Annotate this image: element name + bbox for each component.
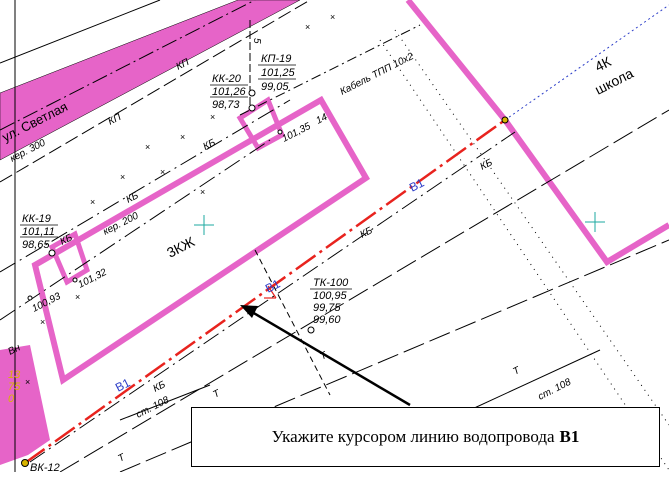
kb-label-1: КБ [201, 137, 217, 153]
svg-text:×: × [40, 317, 45, 327]
kb-label-5: КБ [151, 379, 167, 395]
building-3kzh-label: 3КЖ [164, 233, 197, 260]
num-0-label: 0 [8, 393, 15, 405]
elev-101-35-label: 101,35 [280, 121, 313, 145]
dotted-line-3 [254, 249, 331, 396]
well-node-kp19[interactable] [248, 89, 256, 97]
well-kp19-v2: 99,05 [261, 81, 289, 93]
svg-text:×: × [90, 197, 95, 207]
street-zone-top [0, 0, 301, 161]
well-kp19-id: КП-19 [261, 53, 291, 65]
sewer-line-kp [0, 0, 256, 131]
kb-label-2: КБ [124, 190, 140, 206]
t-label-4: Т [511, 365, 522, 378]
svg-text:×: × [200, 187, 205, 197]
svg-text:×: × [180, 132, 185, 142]
well-kk19-id: КК-19 [22, 213, 51, 225]
kb-line-1 [0, 99, 291, 273]
well-node-kk19[interactable] [48, 249, 56, 257]
well-kk19-v2: 98,65 [22, 239, 50, 251]
crosshair-marker-2 [585, 212, 605, 232]
svg-text:×: × [25, 377, 30, 387]
dotted-line-2 [394, 29, 669, 426]
kb-line-3 [29, 131, 516, 463]
road-line-2 [0, 0, 311, 183]
cable-line [239, 24, 421, 116]
scatter-marks: × × × × × × × × × × × × [25, 12, 335, 387]
svg-text:×: × [145, 142, 150, 152]
road-line-1 [0, 0, 161, 64]
well-node-vk12[interactable] [21, 459, 29, 467]
num-13-label: 13 [8, 369, 21, 381]
well-kk20-v1: 101,26 [212, 86, 247, 98]
building-school[interactable] [405, 0, 669, 266]
well-tk100-v2: 99,75 [313, 302, 341, 314]
water-label-b1-c: В1 [113, 375, 133, 394]
svg-text:×: × [75, 292, 80, 302]
elev-101-32-label: 101,32 [76, 267, 109, 291]
heat-line-1 [59, 109, 669, 473]
school-num-label: 4К [592, 53, 614, 75]
building-3kzh-notch-2 [48, 230, 91, 286]
building-3kzh[interactable] [31, 95, 371, 385]
well-tk100-v3: 99,60 [313, 314, 341, 326]
vk12-label: ВК-12 [30, 462, 60, 472]
well-tk100-v1: 100,95 [313, 290, 348, 302]
cursor-mark-a [267, 285, 277, 299]
well-kp19-v1: 101,25 [261, 67, 296, 79]
pointer-arrow-shaft [251, 310, 411, 407]
well-kk19-v1: 101,11 [22, 226, 55, 238]
t-label-2: Т [211, 388, 222, 401]
kp-label-1: КП [106, 112, 123, 128]
svg-text:×: × [330, 12, 335, 22]
dotted-line-4 [504, 4, 669, 121]
vn-label: Вн [6, 342, 22, 358]
cable-label: Кабель ТПП 10х2 [338, 50, 416, 98]
node-100-93 [27, 295, 33, 301]
st108-line-a [119, 384, 211, 421]
crosshair-marker-1 [194, 215, 214, 235]
kb-label-6: КБ [478, 157, 494, 173]
node-101-32 [72, 277, 78, 283]
t-label-3: Т [116, 452, 127, 465]
svg-text:×: × [305, 22, 310, 32]
st108-line-b [469, 349, 601, 411]
pointer-arrow-head [240, 305, 258, 318]
svg-text:×: × [120, 172, 125, 182]
st108-label-a: ст. 108 [134, 395, 171, 421]
st108-label-b: ст. 108 [536, 377, 573, 403]
water-pipe-b1[interactable] [24, 118, 506, 465]
t-label-1: Т [318, 350, 329, 363]
node-101-35 [277, 129, 283, 135]
svg-text:×: × [210, 112, 215, 122]
street-zone-left [0, 345, 50, 465]
num-75-label: 75 [8, 381, 21, 393]
svg-text:×: × [160, 167, 165, 177]
kb-label-4: КБ [358, 225, 374, 241]
num-14-label: 14 [314, 112, 329, 127]
instruction-target: В1 [559, 427, 580, 446]
dotted-line-1 [379, 39, 669, 471]
instruction-text: Укажите курсором линию водопровода [271, 427, 555, 446]
well-node-tk100[interactable] [307, 326, 315, 334]
pipe-node-school[interactable] [501, 116, 509, 124]
well-tk100-id: ТК-100 [313, 277, 349, 289]
kb-label-3: КБ [58, 232, 74, 248]
water-label-b1-a: В1 [407, 175, 427, 194]
well-kk20-v2: 98,73 [212, 99, 240, 111]
kb-line-2 [0, 139, 271, 321]
num-5-label: 5 [251, 38, 262, 44]
water-label-b1-b: В1 [263, 276, 283, 295]
well-kk20-id: КК-20 [212, 73, 242, 85]
well-node-kk20[interactable] [248, 104, 256, 112]
